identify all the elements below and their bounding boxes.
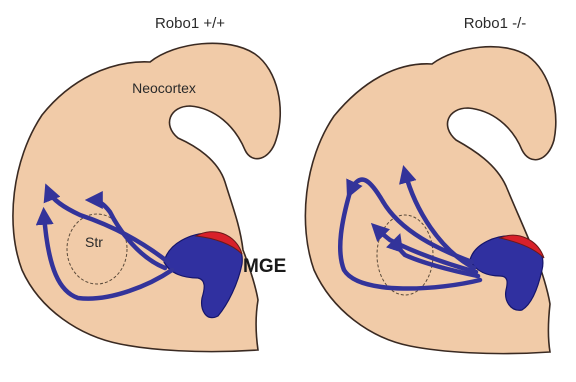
- panel-title-knockout: Robo1 -/-: [464, 15, 527, 32]
- panel-wild-type: Robo1 +/+ Neocortex Str MGE: [13, 15, 286, 352]
- panel-title-wild-type: Robo1 +/+: [155, 15, 225, 32]
- striatum-label: Str: [85, 234, 103, 250]
- neocortex-label: Neocortex: [132, 80, 196, 96]
- panel-knockout: Robo1 -/-: [305, 15, 555, 354]
- mge-label: MGE: [243, 256, 286, 277]
